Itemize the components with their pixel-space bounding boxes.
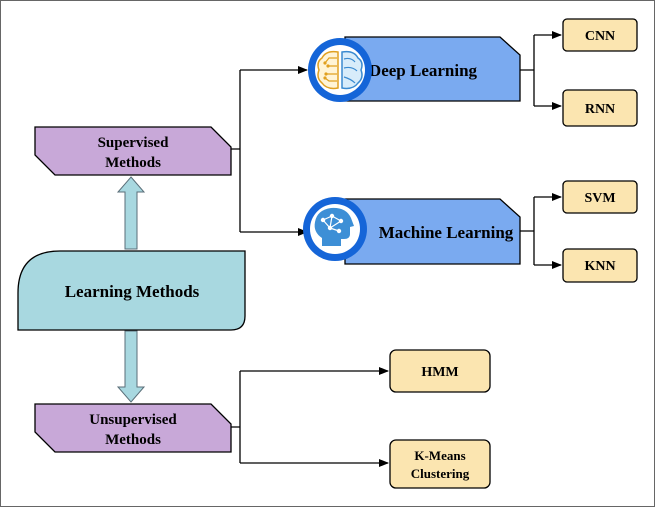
brain-icon	[308, 38, 372, 102]
learning-methods-label: Learning Methods	[65, 282, 200, 301]
leaf-knn: KNN	[562, 248, 638, 283]
hmm-label: HMM	[421, 365, 458, 380]
leaf-kmeans-clustering: K-Means Clustering	[389, 439, 491, 489]
connector-deep-bracket	[520, 35, 535, 106]
leaf-svm: SVM	[562, 180, 638, 214]
connector-machine-bracket	[520, 197, 535, 265]
deep-learning-label: Deep Learning	[369, 61, 478, 80]
kmeans-label-line2: Clustering	[411, 466, 470, 481]
supervised-label-line2: Methods	[105, 155, 161, 171]
cnn-label: CNN	[585, 29, 615, 44]
node-supervised-methods: Supervised Methods	[34, 126, 232, 176]
double-arrow-unsupervised	[116, 330, 146, 403]
connector-unsupervised-bracket	[231, 371, 241, 463]
double-arrow-supervised	[116, 176, 146, 250]
leaf-rnn: RNN	[562, 89, 638, 127]
node-machine-learning: Machine Learning	[303, 197, 521, 265]
kmeans-label-line1: K-Means	[414, 448, 465, 463]
node-deep-learning: Deep Learning	[308, 36, 521, 102]
knn-label: KNN	[584, 259, 615, 274]
connector-supervised-bracket	[231, 70, 241, 232]
rnn-label: RNN	[585, 102, 615, 117]
neural-network-head-icon	[303, 197, 367, 261]
unsupervised-label-line1: Unsupervised	[89, 412, 177, 428]
supervised-label-line1: Supervised	[98, 135, 170, 151]
leaf-hmm: HMM	[389, 349, 491, 393]
node-learning-methods: Learning Methods	[17, 250, 246, 331]
connectors	[231, 31, 562, 467]
leaf-cnn: CNN	[562, 18, 638, 52]
machine-learning-label: Machine Learning	[379, 223, 514, 242]
unsupervised-label-line2: Methods	[105, 432, 161, 448]
svm-label: SVM	[584, 191, 615, 206]
node-unsupervised-methods: Unsupervised Methods	[34, 403, 232, 453]
